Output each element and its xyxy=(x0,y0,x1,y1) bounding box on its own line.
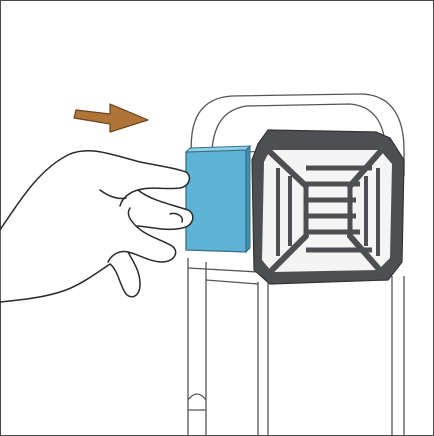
filter-grille xyxy=(252,130,404,284)
